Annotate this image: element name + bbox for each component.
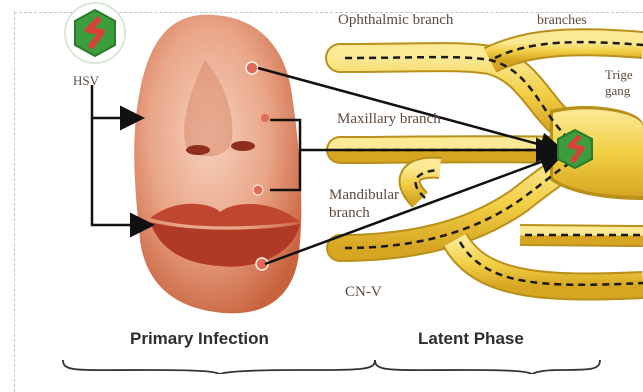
latent-virus-icon [558, 130, 592, 168]
face-illustration [134, 15, 301, 314]
ophthalmic-branch-label: Ophthalmic branch [338, 12, 453, 29]
cn5-label: CN-V [345, 284, 382, 301]
latent-phase-label: Latent Phase [418, 329, 524, 349]
hsv-label: HSV [73, 72, 99, 89]
mandibular-label-line2: branch [329, 205, 370, 222]
primary-infection-label: Primary Infection [130, 329, 269, 349]
trigeminal-label-line2: gang [605, 82, 630, 99]
trigeminal-label-line1: Trige [605, 66, 633, 83]
hsv-virus-icon [65, 3, 125, 63]
phase-brace [63, 360, 600, 374]
branches-label: branches [537, 12, 587, 29]
hsv-pathway-diagram [0, 0, 643, 374]
maxillary-branch-label: Maxillary branch [337, 111, 441, 128]
mandibular-label-line1: Mandibular [329, 187, 399, 204]
trigeminal-nerve [340, 42, 643, 286]
